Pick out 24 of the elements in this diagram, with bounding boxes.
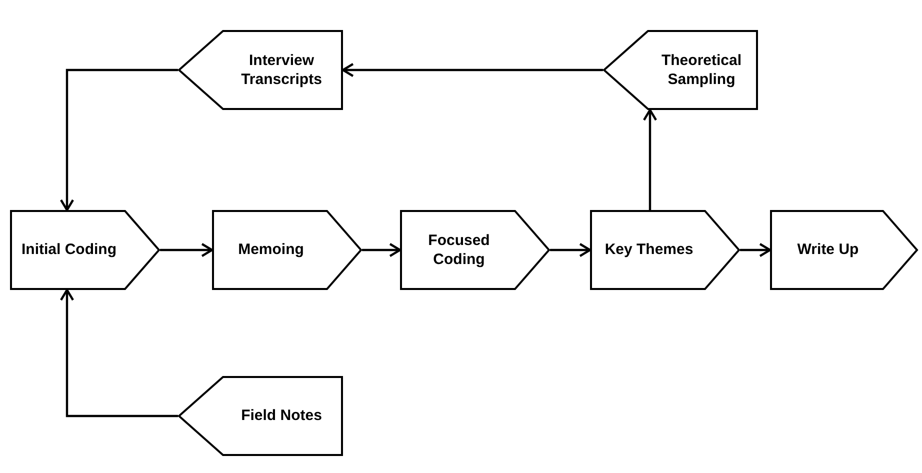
arrow (362, 242, 402, 258)
arrow (160, 242, 214, 258)
chevron-step (590, 210, 740, 290)
step-label: Focused Coding (427, 230, 491, 270)
step-label: Theoretical Sampling (660, 50, 743, 90)
chevron-step (400, 210, 550, 290)
arrow (642, 108, 658, 210)
arrow (550, 242, 592, 258)
chevron-step (178, 30, 343, 110)
step-label: Write Up (797, 240, 859, 260)
step-label: Interview Transcripts (240, 50, 323, 90)
chevron-step (10, 210, 160, 290)
step-label: Field Notes (241, 406, 322, 426)
chevron-step (770, 210, 918, 290)
chevron-step (603, 30, 758, 110)
arrow (60, 68, 178, 212)
chevron-step (212, 210, 362, 290)
step-label: Key Themes (604, 240, 694, 260)
chevron-step (178, 376, 343, 456)
step-label: Memoing (238, 240, 304, 260)
arrow (740, 242, 772, 258)
arrow (60, 288, 178, 418)
step-label: Initial Coding (22, 240, 116, 260)
arrow (342, 62, 603, 78)
